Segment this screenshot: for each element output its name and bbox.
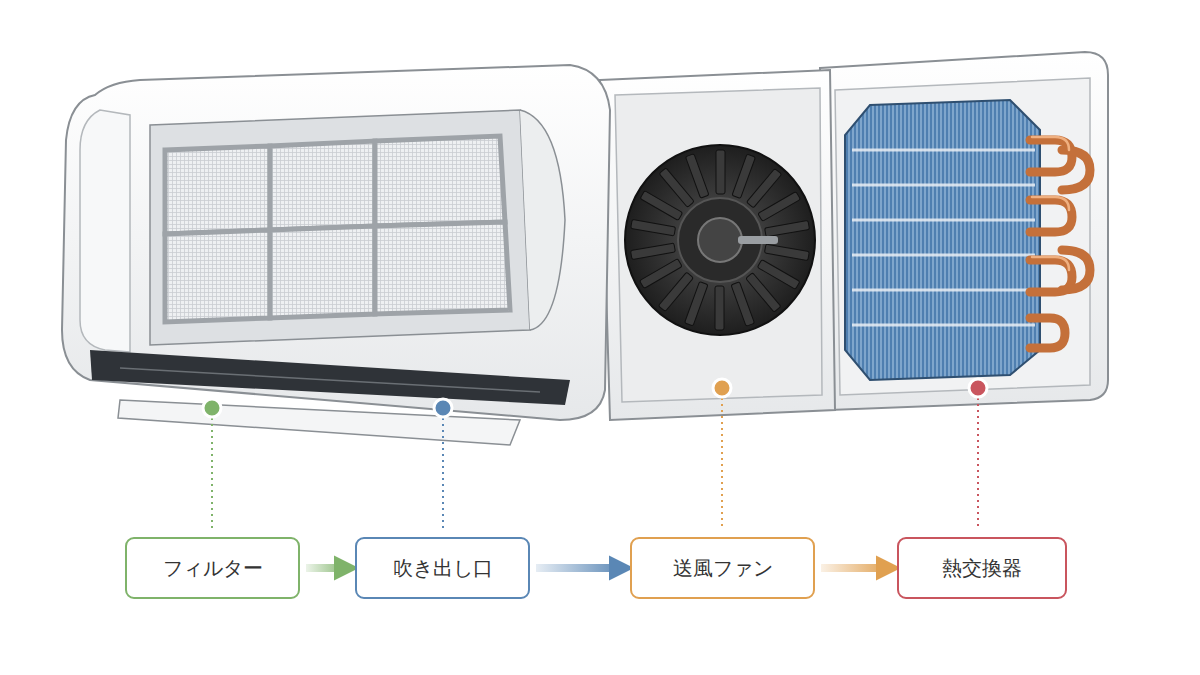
flow-arrow [536, 564, 624, 572]
part-name: 送風ファン [673, 556, 773, 580]
flow-arrow [821, 564, 891, 572]
part-name: 吹き出し口 [393, 556, 493, 580]
part-name: 熱交換器 [942, 556, 1022, 580]
label-box: フィルター [125, 537, 300, 599]
label-box: 送風ファン [630, 537, 815, 599]
label-box: 熱交換器 [897, 537, 1067, 599]
label-box: 吹き出し口 [355, 537, 530, 599]
flow-arrow [306, 564, 349, 572]
part-name: フィルター [163, 556, 263, 580]
